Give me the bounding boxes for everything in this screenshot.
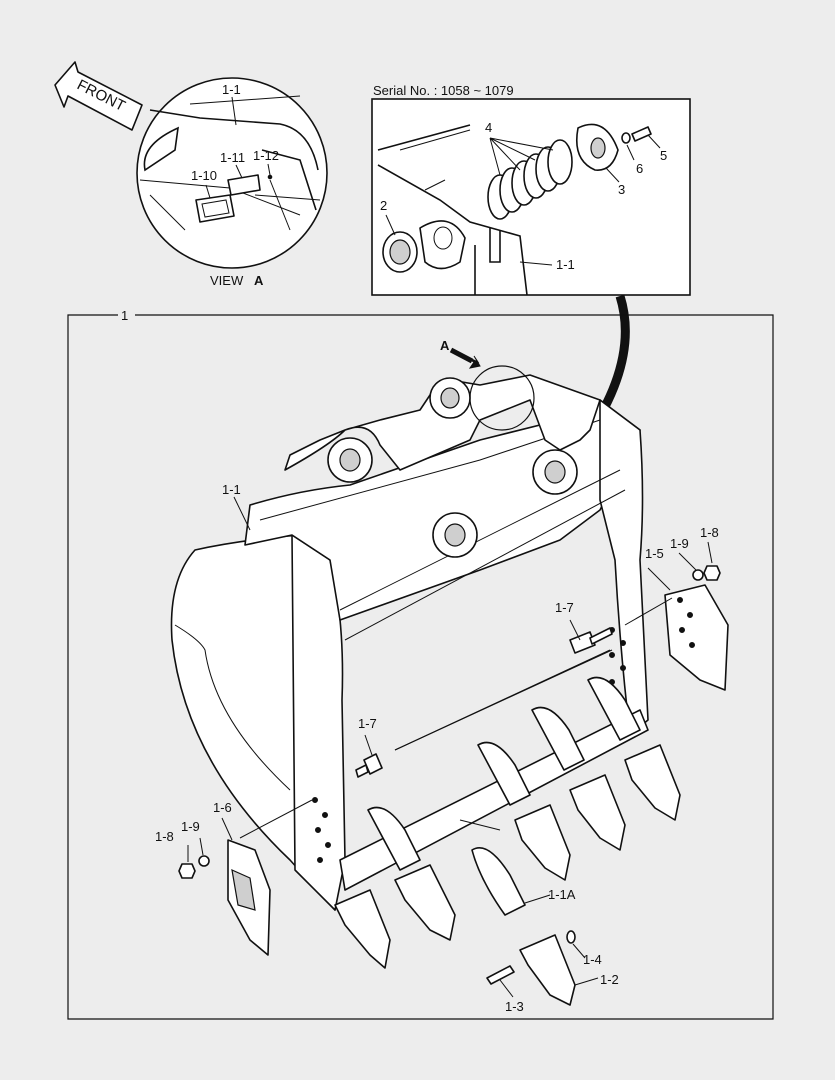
teeth-row	[334, 676, 681, 1006]
view-a-marker: A	[440, 338, 450, 353]
main-label-1-9-right: 1-9	[670, 536, 689, 551]
main-label-1-8-left: 1-8	[155, 829, 174, 844]
frame-label-1: 1	[121, 308, 128, 323]
main-label-1-1: 1-1	[222, 482, 241, 497]
main-label-1-8-right: 1-8	[700, 525, 719, 540]
leader-lines	[187, 496, 713, 998]
main-label-1-9-left: 1-9	[181, 819, 200, 834]
detail-label-5: 5	[660, 148, 667, 163]
view-a-arrow	[451, 349, 481, 369]
main-label-1-7-lower: 1-7	[358, 716, 377, 731]
view-a-detail	[136, 77, 328, 269]
main-label-1-7-upper: 1-7	[555, 600, 574, 615]
view-a-arrow-shaft	[449, 347, 474, 364]
main-label-1-1a: 1-1A	[548, 887, 576, 902]
main-label-1-3: 1-3	[505, 999, 524, 1014]
side-cutter-left	[227, 839, 271, 956]
view-a-label-1-11: 1-11	[220, 150, 245, 165]
main-label-1-5: 1-5	[645, 546, 664, 561]
hardware	[178, 565, 721, 879]
main-label-1-6: 1-6	[213, 800, 232, 815]
detail-label-6: 6	[636, 161, 643, 176]
view-a-title-letter: A	[254, 273, 264, 288]
serial-label: Serial No. : 1058 ~ 1079	[373, 83, 514, 98]
detail-label-3: 3	[618, 182, 625, 197]
spring-stack	[487, 139, 573, 220]
view-a-label-1-10: 1-10	[191, 168, 217, 183]
serial-detail-box: 4 5 6 3 2 1-1	[371, 98, 691, 296]
main-label-1-4: 1-4	[583, 952, 602, 967]
view-a-label-1-1: 1-1	[222, 82, 241, 97]
detail-label-4: 4	[485, 120, 492, 135]
view-a-label-1-12: 1-12	[253, 148, 279, 163]
main-label-1-2: 1-2	[600, 972, 619, 987]
detail-label-1-1: 1-1	[556, 257, 575, 272]
main-frame	[67, 314, 774, 1020]
side-cutter-right	[664, 584, 729, 691]
detail-label-2: 2	[380, 198, 387, 213]
front-arrow: FRONT	[54, 61, 143, 131]
view-a-title: VIEW	[210, 273, 244, 288]
